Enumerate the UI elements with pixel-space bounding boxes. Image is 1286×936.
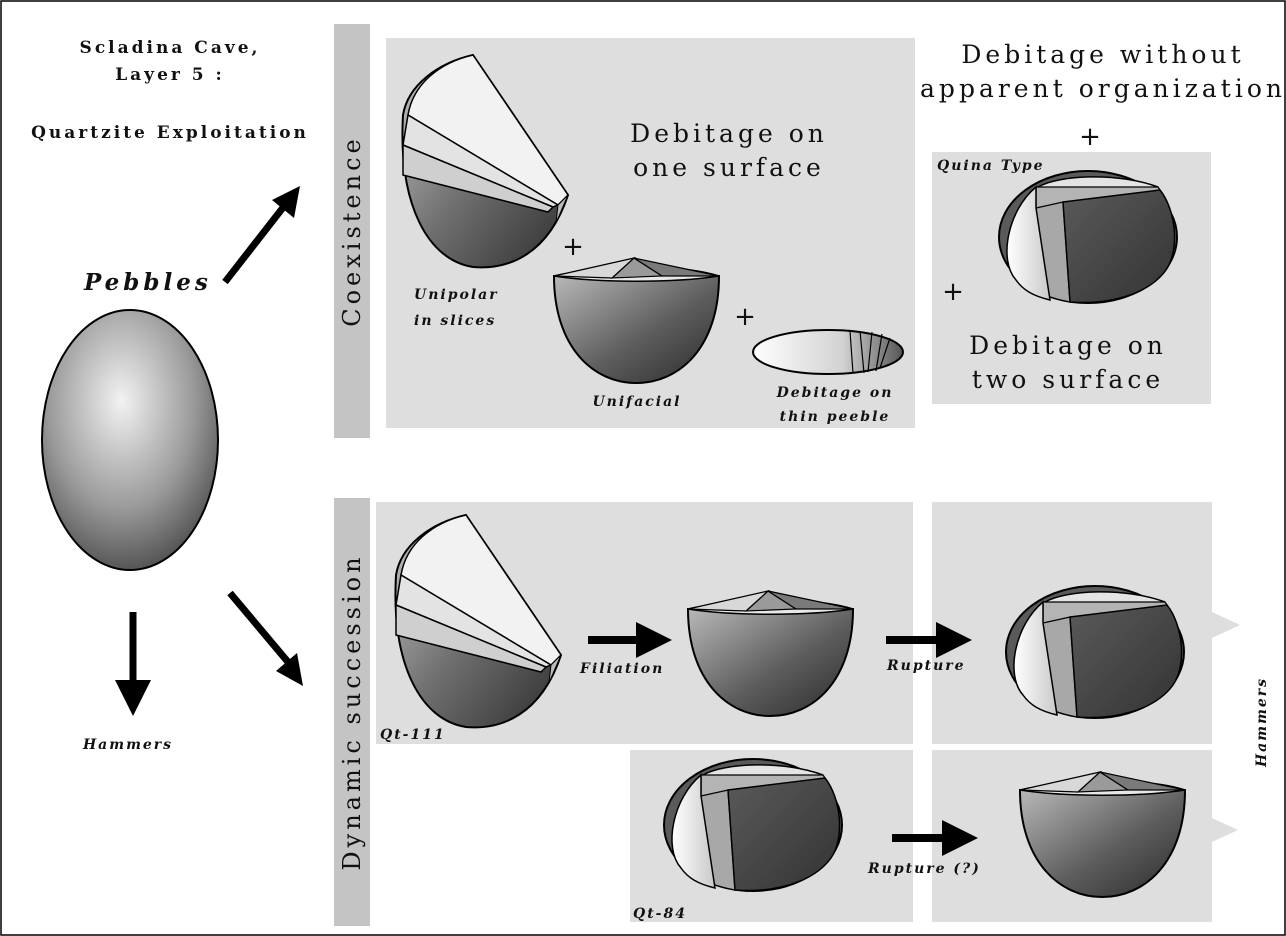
one-surface-line-2: one surface — [633, 153, 825, 182]
arrow-to-coexistence-head — [272, 186, 300, 218]
thin-pebble-line-1: Debitage on — [776, 385, 894, 401]
plus-1: + — [562, 232, 584, 262]
filiation-label: Filiation — [579, 661, 664, 677]
qt84-quina-shape — [663, 758, 843, 892]
dynamic-band — [334, 498, 370, 926]
filiation-arrow-head — [636, 622, 672, 658]
no-org-line-2: apparent organization — [920, 74, 1286, 103]
unipolar-line-2: in slices — [414, 313, 496, 329]
hammers-right-label: Hammers — [1254, 677, 1270, 768]
rupture-quina-shape — [1005, 585, 1185, 719]
pebbles-label: Pebbles — [83, 269, 212, 296]
rupture-arrow-head — [936, 622, 972, 658]
pebble-shape — [41, 309, 219, 571]
unifacial-label: Unifacial — [592, 394, 681, 410]
unipolar-line-1: Unipolar — [414, 287, 499, 303]
plus-4: + — [942, 277, 964, 307]
rupture-q-label: Rupture (?) — [867, 861, 981, 877]
hammers-left-label: Hammers — [82, 737, 173, 753]
no-org-line-1: Debitage without — [961, 40, 1244, 69]
arrow-to-hammers-head — [115, 680, 151, 716]
qt111-label: Qt-111 — [380, 727, 446, 743]
coexistence-label: Coexistence — [338, 135, 366, 327]
one-surface-line-1: Debitage on — [630, 119, 828, 148]
title-line-2: Layer 5 : — [115, 65, 225, 85]
title-line-3: Quartzite Exploitation — [31, 123, 309, 143]
qt84-label: Qt-84 — [633, 906, 687, 922]
title-line-1: Scladina Cave, — [80, 38, 261, 58]
arrow-to-coexistence — [222, 202, 288, 285]
two-surface-line-2: two surface — [972, 365, 1164, 394]
quina-label: Quina Type — [937, 158, 1045, 174]
coexistence-band — [334, 24, 370, 438]
thin-pebble-shape — [752, 329, 904, 375]
quina-shape — [998, 170, 1178, 304]
plus-2: + — [734, 302, 756, 332]
arrow-to-dynamic-head — [276, 653, 303, 686]
rupture-label: Rupture — [886, 658, 966, 674]
dynamic-label: Dynamic succession — [338, 553, 366, 870]
two-surface-line-1: Debitage on — [969, 331, 1167, 360]
rupture-q-arrow-head — [942, 820, 978, 856]
arrow-to-dynamic — [227, 590, 291, 665]
plus-3: + — [1079, 122, 1101, 152]
thin-pebble-line-2: thin peeble — [780, 409, 891, 425]
